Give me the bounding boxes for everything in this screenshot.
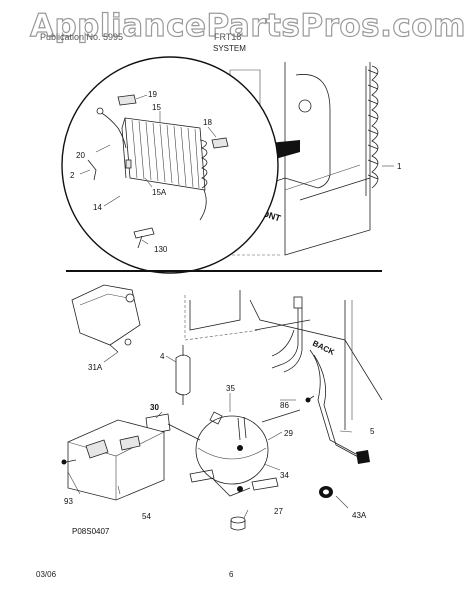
condenser-coil [365, 65, 379, 196]
callout-130: 130 [154, 245, 168, 254]
evaporator-pan [71, 284, 141, 353]
callout-15: 15 [152, 103, 161, 112]
callout-30: 30 [150, 403, 159, 412]
footer-date: 03/06 [36, 570, 57, 579]
bottom-leaders [67, 351, 353, 519]
grommet [230, 516, 246, 531]
callout-31a: 31A [88, 363, 103, 372]
footer-page-number: 6 [229, 570, 234, 579]
section-title: SYSTEM [213, 44, 246, 53]
drawing-code: P08S0407 [72, 527, 110, 536]
detail-circle [61, 56, 279, 274]
cabinet-lower-outline [184, 290, 383, 430]
clamp [319, 486, 333, 498]
publication-number: Publication No. 5995 [40, 32, 124, 42]
compressor [189, 409, 301, 497]
callout-14: 14 [93, 203, 102, 212]
callout-4: 4 [160, 352, 165, 361]
callout-2: 2 [70, 171, 75, 180]
watermark-logo: AppliancePartsPros.com [29, 7, 464, 44]
callout-34: 34 [280, 471, 289, 480]
callout-20: 20 [76, 151, 85, 160]
callout-18: 18 [203, 118, 212, 127]
callout-15a: 15A [152, 188, 167, 197]
control-bracket-box [67, 419, 165, 501]
callout-54: 54 [142, 512, 151, 521]
filter-drier [175, 345, 191, 405]
back-label: BACK [311, 339, 336, 357]
tubing-bundle [271, 296, 370, 464]
callout-35: 35 [226, 384, 235, 393]
screws [61, 395, 315, 465]
callout-43a: 43A [352, 511, 367, 520]
callout-27: 27 [274, 507, 283, 516]
callout-93: 93 [64, 497, 73, 506]
callout-1: 1 [397, 162, 402, 171]
callout-86: 86 [280, 401, 289, 410]
top-leaders [79, 94, 394, 245]
model-number: FRT18 [214, 32, 242, 42]
callout-5: 5 [370, 427, 375, 436]
callout-29: 29 [284, 429, 293, 438]
callout-19: 19 [148, 90, 157, 99]
